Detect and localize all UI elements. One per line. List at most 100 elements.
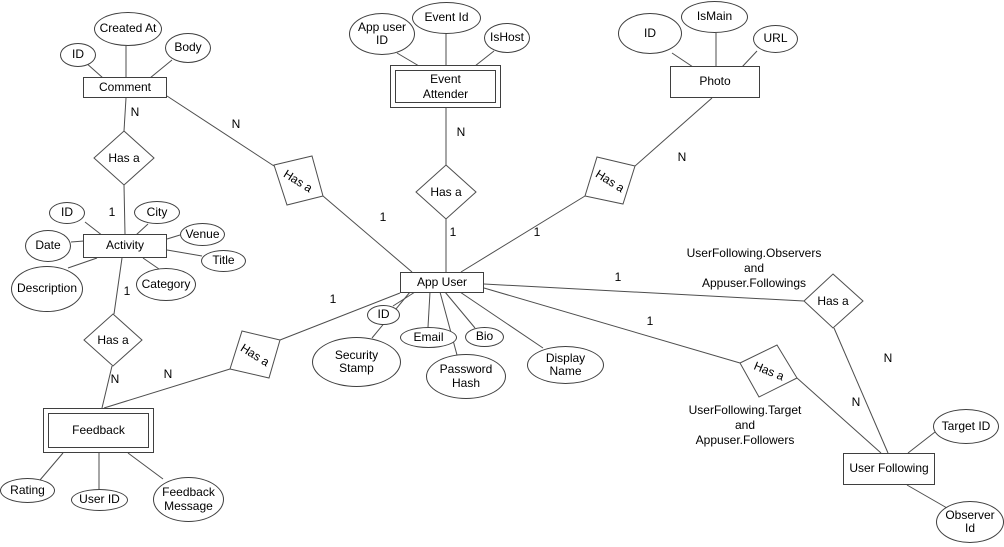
attr-activity-city-label: City (146, 204, 168, 219)
attr-feedback-message: Feedback Message (153, 477, 224, 522)
cardinality-hasa-appuser-from-comment: 1 (379, 210, 387, 224)
attr-app-user-security-stamp-label: Security Stamp (334, 347, 379, 375)
cardinality-hasa-userfollowing-observers: N (883, 351, 893, 365)
attr-comment-body: Body (165, 33, 211, 63)
attr-feedback-user-id: User ID (71, 489, 128, 511)
relationship-label-appuser-userfollowing-observers: Has a (817, 294, 849, 308)
entity-feedback-inner-border: Feedback (48, 413, 149, 448)
cardinality-hasa-feedback-from-activity: N (110, 372, 120, 386)
attr-activity-city: City (134, 201, 180, 224)
entity-comment: Comment (83, 77, 167, 98)
annotation-target-line3: Appuser.Followers (695, 433, 795, 447)
entity-comment-label: Comment (98, 79, 151, 94)
entity-feedback: Feedback (43, 408, 154, 453)
attr-activity-date: Date (25, 230, 71, 262)
attr-app-user-id: ID (367, 305, 400, 325)
cardinality-hasa-userfollowing-target: N (851, 395, 861, 409)
attr-event-attender-event-id-label: Event Id (424, 10, 469, 25)
attr-feedback-rating-label: Rating (10, 482, 45, 497)
cardinality-comment-hasa-appuser: N (231, 117, 241, 131)
attr-app-user-display-name: Display Name (527, 346, 604, 384)
attr-user-following-target-id-label: Target ID (941, 418, 991, 433)
relationship-diamond-appuser-userfollowing-observers (803, 273, 864, 329)
attr-comment-created-at-label: Created At (99, 21, 157, 36)
attr-event-attender-is-host-label: IsHost (489, 30, 524, 45)
attr-activity-venue: Venue (180, 223, 225, 246)
attr-comment-created-at: Created At (94, 12, 162, 46)
attr-photo-is-main: IsMain (681, 1, 748, 33)
attr-photo-is-main-label: IsMain (696, 9, 733, 24)
attr-activity-category: Category (136, 268, 196, 301)
entity-event-attender: Event Attender (390, 65, 501, 108)
attribute-connectors (39, 33, 948, 509)
entity-activity-label: Activity (105, 238, 144, 253)
attr-event-attender-event-id: Event Id (412, 2, 481, 34)
attr-photo-url: URL (753, 25, 798, 53)
relationship-diamond-photo-appuser (584, 156, 636, 205)
attr-user-following-target-id: Target ID (933, 409, 999, 444)
attr-feedback-user-id-label: User ID (79, 492, 120, 507)
annotation-userfollowing-observers: UserFollowing.Observers and Appuser.Foll… (659, 246, 849, 291)
cardinality-hasa-appuser-from-photo: 1 (533, 225, 541, 239)
entity-user-following: User Following (843, 453, 935, 485)
attr-activity-venue-label: Venue (185, 226, 220, 241)
relationship-diamond-comment-activity (93, 130, 155, 186)
entity-app-user-label: App User (416, 274, 468, 289)
attr-app-user-email: Email (400, 327, 457, 348)
entity-feedback-label: Feedback (72, 423, 125, 438)
attr-comment-id: ID (60, 43, 96, 67)
attr-activity-title-label: Title (212, 253, 235, 268)
relationship-diamond-comment-appuser (273, 155, 324, 206)
attr-feedback-message-label: Feedback Message (162, 485, 215, 513)
entity-user-following-label: User Following (849, 461, 929, 476)
cardinality-appuser-hasa-target: 1 (646, 314, 654, 328)
attr-app-user-password-hash-label: Password Hash (439, 362, 493, 390)
cardinality-hasa-activity: 1 (108, 205, 116, 219)
relationship-diamond-activity-feedback (83, 313, 143, 367)
entity-activity: Activity (83, 234, 167, 258)
attr-app-user-display-name-label: Display Name (545, 350, 586, 378)
attr-app-user-email-label: Email (413, 329, 444, 344)
entity-photo-label: Photo (699, 74, 731, 89)
annotation-observers-line1: UserFollowing.Observers (686, 246, 822, 260)
relationship-diamond-appuser-feedback (229, 330, 281, 379)
relationship-label-activity-feedback: Has a (97, 333, 129, 347)
entity-app-user: App User (400, 272, 484, 293)
cardinality-hasa-feedback-from-appuser: N (163, 367, 173, 381)
cardinality-eventattender-hasa: N (456, 125, 466, 139)
attr-activity-id: ID (49, 202, 85, 224)
relationship-label-comment-activity: Has a (108, 151, 140, 165)
attr-user-following-observer-id-label: Observer Id (945, 507, 995, 535)
entity-event-attender-label: Event Attender (422, 72, 469, 101)
relationship-connectors (101, 95, 889, 454)
attr-feedback-rating: Rating (0, 478, 55, 503)
attr-app-user-bio-label: Bio (475, 329, 494, 344)
cardinality-activity-hasa-feedback: 1 (123, 284, 131, 298)
attr-event-attender-is-host: IsHost (484, 23, 530, 53)
cardinality-hasa-appuser-from-eventattender: 1 (449, 225, 457, 239)
attr-comment-body-label: Body (174, 40, 202, 55)
cardinality-comment-hasa: N (130, 105, 140, 119)
attr-activity-title: Title (201, 250, 246, 272)
attr-photo-id: ID (618, 13, 682, 54)
attr-activity-date-label: Date (35, 238, 61, 253)
attr-app-user-security-stamp: Security Stamp (312, 337, 401, 387)
attr-app-user-password-hash: Password Hash (426, 354, 506, 399)
attr-photo-id-label: ID (644, 25, 656, 40)
relationship-label-eventattender-appuser: Has a (430, 185, 462, 199)
attr-activity-description-label: Description (16, 281, 78, 296)
attr-event-attender-app-user-id-label: App user ID (357, 19, 407, 47)
attr-comment-id-label: ID (72, 47, 84, 62)
relationship-diamond-appuser-userfollowing-target (739, 344, 798, 398)
attr-user-following-observer-id: Observer Id (936, 501, 1004, 543)
attr-activity-id-label: ID (61, 205, 73, 220)
annotation-observers-line3: Appuser.Followings (701, 276, 807, 290)
attr-photo-url-label: URL (763, 31, 788, 46)
attr-app-user-id-label: ID (377, 307, 390, 322)
entity-event-attender-inner-border: Event Attender (395, 70, 496, 103)
annotation-target-line2: and (734, 418, 756, 432)
annotation-userfollowing-target: UserFollowing.Target and Appuser.Followe… (650, 403, 840, 448)
cardinality-appuser-hasa-observers: 1 (614, 270, 622, 284)
annotation-target-line1: UserFollowing.Target (688, 403, 802, 417)
